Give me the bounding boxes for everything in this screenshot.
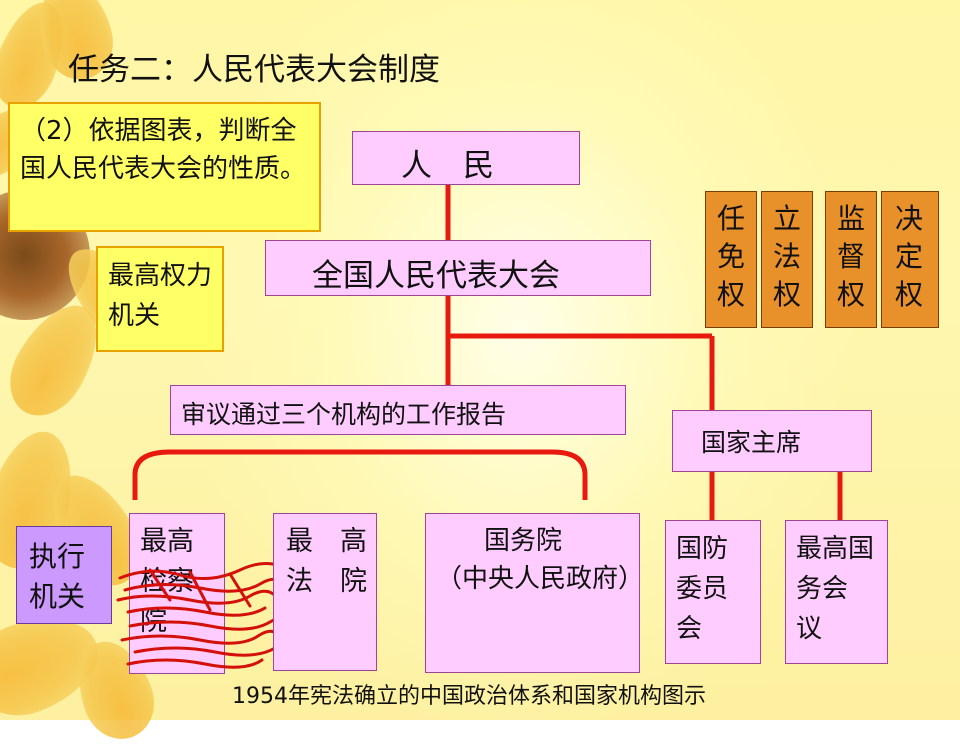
- node-defense-label: 国防委员会: [676, 534, 729, 644]
- node-review: 审议通过三个机构的工作报告: [170, 385, 626, 435]
- node-supreme-conference-label: 最高国务会 议: [796, 534, 875, 644]
- node-procuratorate-label: 最高检察院: [140, 526, 194, 637]
- power-label: 监督权: [837, 202, 866, 311]
- node-review-label: 审议通过三个机构的工作报告: [181, 400, 507, 429]
- executive-label: 执行机关: [29, 540, 86, 613]
- power-box: 立法权: [761, 191, 813, 328]
- connector-lines: [132, 185, 843, 520]
- node-state-council-label: 国务院 （中央人民政府）: [436, 526, 645, 594]
- node-npc-label: 全国人民代表大会: [312, 258, 560, 294]
- node-npc: 全国人民代表大会: [265, 240, 651, 296]
- question-box: （2）依据图表，判断全国人民代表大会的性质。: [8, 102, 321, 232]
- power-label: 立法权: [773, 202, 802, 311]
- question-text: （2）依据图表，判断全国人民代表大会的性质。: [20, 116, 307, 184]
- power-box: 任免权: [705, 191, 757, 328]
- node-supreme-conference: 最高国务会 议: [785, 520, 888, 664]
- power-label: 任免权: [717, 202, 746, 311]
- node-people-label: 人 民: [401, 148, 494, 184]
- diagram-caption: 1954年宪法确立的中国政治体系和国家机构图示: [232, 684, 706, 709]
- node-defense: 国防委员会: [665, 520, 761, 664]
- power-box: 监督权: [825, 191, 877, 328]
- node-court-label: 最 高 法 院: [286, 526, 367, 597]
- power-box: 决定权: [881, 191, 939, 328]
- executive-label-box: 执行机关: [16, 526, 112, 624]
- node-court: 最 高 法 院: [273, 513, 377, 671]
- node-president: 国家主席: [672, 410, 872, 472]
- node-state-council: 国务院 （中央人民政府）: [425, 513, 645, 673]
- node-president-label: 国家主席: [701, 428, 802, 457]
- page-title: 任务二：人民代表大会制度: [68, 52, 440, 88]
- answer-text: 最高权力机关: [108, 261, 213, 331]
- answer-box: 最高权力机关: [96, 246, 224, 352]
- power-label: 决定权: [895, 202, 924, 311]
- node-people: 人 民: [352, 131, 580, 185]
